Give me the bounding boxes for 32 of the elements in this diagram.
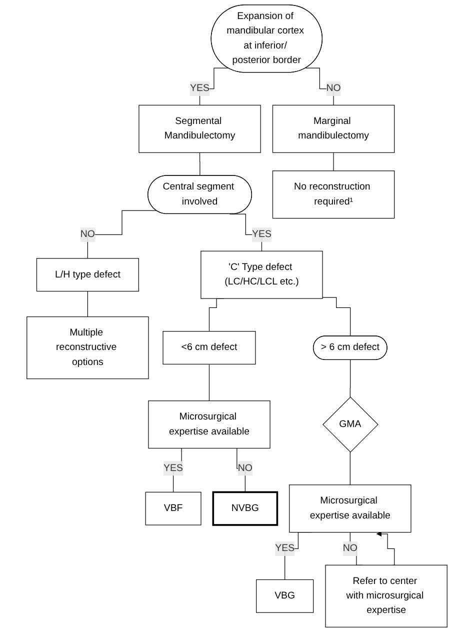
connector bbox=[322, 297, 351, 337]
edge-label: NO bbox=[238, 462, 252, 474]
connector bbox=[87, 210, 157, 259]
connector bbox=[333, 152, 334, 172]
node-box: No reconstruction required¹ bbox=[272, 170, 395, 219]
edge-label: NO bbox=[80, 229, 95, 240]
node-box: VBF bbox=[145, 492, 202, 526]
edge-label: YES bbox=[164, 462, 184, 474]
connector bbox=[87, 290, 88, 318]
edge-label: NO bbox=[342, 543, 358, 554]
arrow bbox=[376, 531, 395, 566]
connector bbox=[199, 152, 200, 176]
node-box: Microsurgical expertise available bbox=[148, 400, 270, 449]
connector bbox=[208, 364, 210, 402]
connector bbox=[350, 360, 351, 398]
connector bbox=[199, 68, 228, 106]
node-diamond: GMA bbox=[322, 396, 378, 452]
node-box: 'C' Type defect (LC/HC/LCL etc.) bbox=[200, 250, 323, 299]
node-box: Segmental Mandibulectomy bbox=[138, 104, 261, 153]
node-box: Marginal mandibulectomy bbox=[272, 104, 395, 153]
node-box: Multiple reconstructive options bbox=[26, 316, 149, 380]
node-box: VBG bbox=[256, 579, 314, 613]
connector bbox=[305, 68, 334, 106]
node-box: Microsurgical expertise available bbox=[289, 484, 412, 533]
edge-label: YES bbox=[190, 83, 210, 94]
node-box: L/H type defect bbox=[36, 258, 139, 292]
node-box: <6 cm defect bbox=[162, 331, 256, 364]
edge-label: YES bbox=[275, 543, 295, 554]
edge-label: YES bbox=[252, 229, 272, 240]
edge-label: NO bbox=[326, 83, 341, 94]
node-box: Refer to center with microsurgical expertise bbox=[325, 564, 448, 628]
node-box: NVBG bbox=[212, 491, 278, 526]
